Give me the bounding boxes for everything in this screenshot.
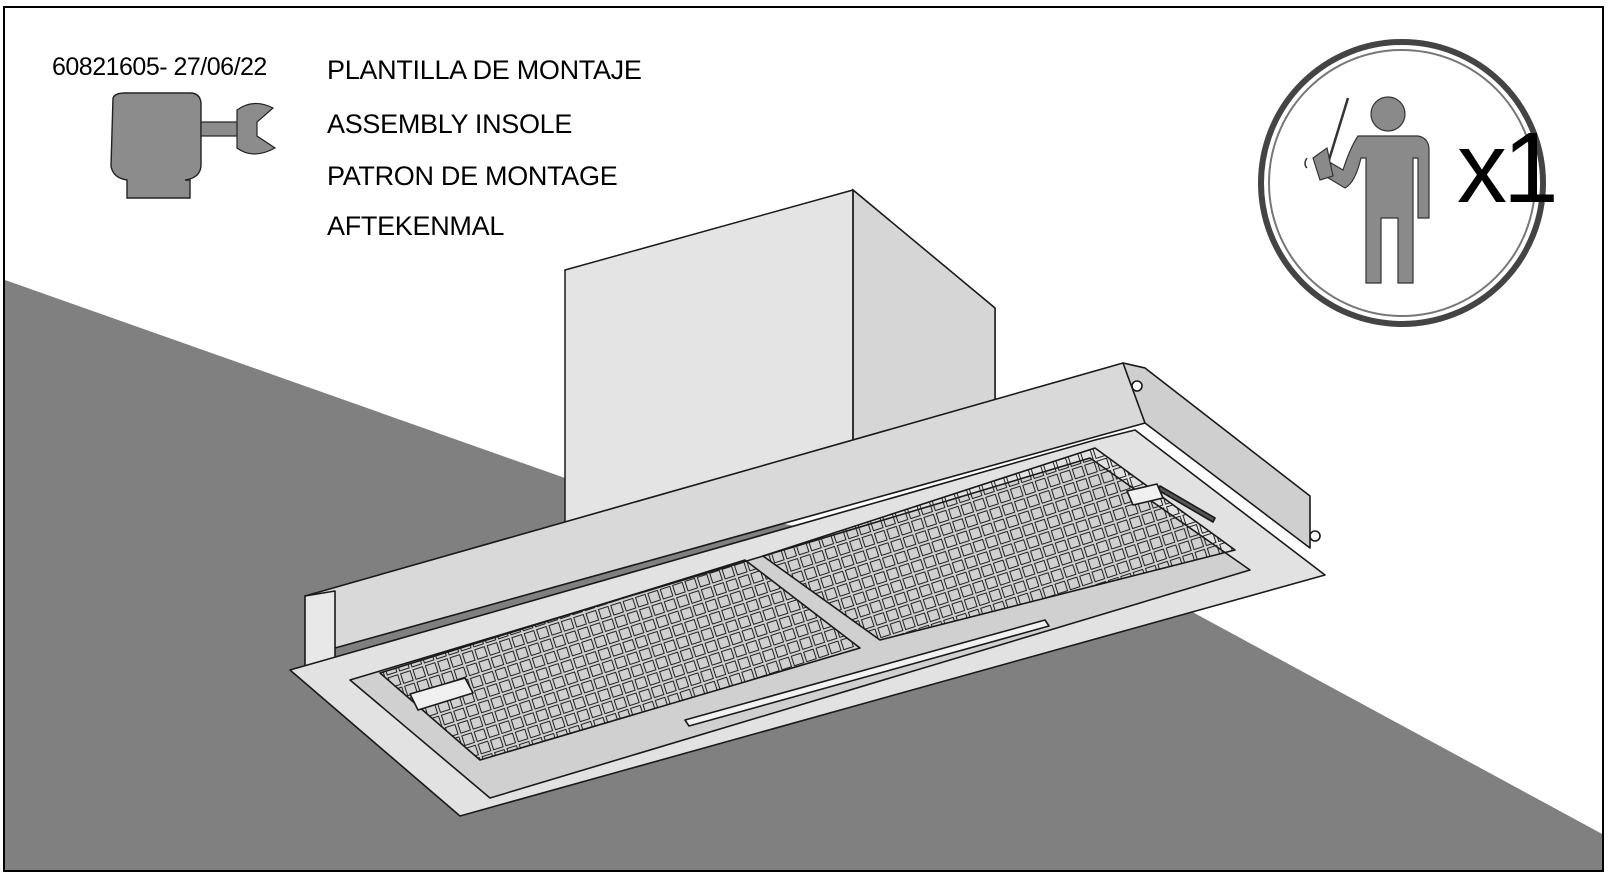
- scene-illustration: [5, 39, 1602, 870]
- person-count: x1: [1457, 112, 1559, 224]
- range-hood-icon: [289, 362, 1326, 817]
- title-dutch: AFTEKENMAL: [327, 211, 505, 241]
- person-with-screwdriver-icon: [1258, 39, 1546, 327]
- title-french: PATRON DE MONTAGE: [327, 161, 618, 191]
- chimney: [564, 188, 996, 529]
- page-frame: 60821605- 27/06/22 PLANTILLA DE MONTAJE …: [3, 6, 1604, 872]
- document-code: 60821605- 27/06/22: [52, 53, 267, 81]
- wrench-icon: [110, 92, 277, 199]
- title-english: ASSEMBLY INSOLE: [327, 109, 573, 139]
- title-spanish: PLANTILLA DE MONTAJE: [327, 55, 642, 85]
